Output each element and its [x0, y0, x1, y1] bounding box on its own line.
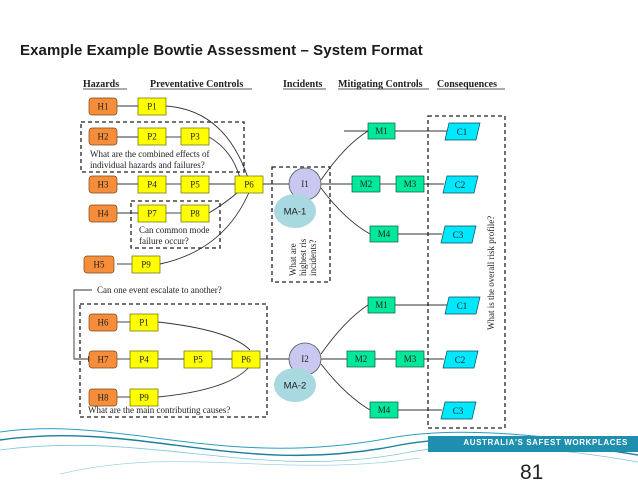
hazard-label: H8 — [98, 393, 109, 403]
mitigating-label: M4 — [378, 229, 391, 239]
dashed-regions — [79, 115, 506, 429]
hazard-label: H7 — [98, 355, 109, 365]
slide-title: Example Example Bowtie Assessment – Syst… — [20, 42, 423, 59]
footer-tagline: AUSTRALIA'S SAFEST WORKPLACES — [463, 438, 628, 447]
question-overall-risk: What is the overall risk profile? — [486, 216, 496, 330]
incident-label: I1 — [301, 179, 309, 189]
question-common-line1: Can common mode — [139, 225, 210, 235]
heading-incidents: Incidents — [283, 79, 323, 90]
mitigating-label: M2 — [355, 354, 368, 364]
question-highest-line2: highest ris — [298, 238, 308, 276]
control-label: P1 — [147, 102, 157, 112]
control-label: P4 — [139, 355, 149, 365]
consequence-label: C2 — [455, 355, 466, 365]
question-contributing: What are the main contributing causes? — [88, 405, 230, 415]
column-headings: Hazards Preventative Controls Incidents … — [83, 79, 505, 90]
heading-preventative-controls: Preventative Controls — [150, 79, 243, 90]
control-label: P5 — [193, 355, 203, 365]
mitigating-label: M3 — [404, 354, 417, 364]
mitigating-label: M1 — [375, 126, 388, 136]
control-label: P1 — [139, 318, 149, 328]
hazard-label: H3 — [98, 180, 109, 190]
control-label: P9 — [141, 260, 151, 270]
control-label: P6 — [244, 180, 254, 190]
consequence-label: C1 — [457, 301, 468, 311]
control-label: P8 — [190, 209, 200, 219]
consequence-nodes: C1 C2 C3 C1 C2 C3 — [440, 122, 481, 420]
mitigating-label: M2 — [360, 179, 373, 189]
consequence-label: C1 — [457, 127, 468, 137]
control-label: P2 — [147, 132, 157, 142]
preventative-control-nodes: P1 P2 P3 P4 P5 P6 P7 P8 P9 P1 P4 P5 P6 P… — [129, 97, 264, 407]
mitigating-label: M4 — [378, 405, 391, 415]
control-label: P5 — [190, 180, 200, 190]
mitigating-control-nodes: M1 M2 M3 M4 M1 M2 M3 M4 — [346, 122, 425, 419]
consequence-label: C3 — [453, 406, 464, 416]
heading-hazards: Hazards — [83, 79, 119, 90]
heading-consequences: Consequences — [437, 79, 497, 90]
question-highest-line1: What are — [288, 243, 298, 276]
hazard-label: H4 — [98, 209, 109, 219]
consequence-label: C3 — [453, 230, 464, 240]
annotation-label: MA-1 — [284, 207, 307, 218]
incident-nodes: I1 I2 — [288, 167, 322, 376]
control-label: P3 — [190, 132, 200, 142]
control-label: P9 — [139, 393, 149, 403]
footer-banner: AUSTRALIA'S SAFEST WORKPLACES — [428, 436, 638, 452]
question-escalate: Can one event escalate to another? — [97, 285, 222, 295]
mitigating-label: M1 — [375, 300, 388, 310]
question-common-line2: failure occur? — [139, 236, 189, 246]
question-labels: What are the combined effects of individ… — [88, 149, 496, 415]
hazard-label: H6 — [98, 318, 109, 328]
connector-lines — [73, 105, 447, 411]
control-label: P7 — [147, 209, 157, 219]
question-combined-line1: What are the combined effects of — [90, 149, 210, 159]
annotation-ovals: MA-1 MA-2 — [274, 194, 316, 402]
consequence-label: C2 — [455, 180, 466, 190]
hazard-label: H5 — [94, 260, 105, 270]
heading-mitigating-controls: Mitigating Controls — [338, 79, 423, 90]
incident-label: I2 — [301, 354, 309, 364]
hazard-nodes: H1 H2 H3 H4 H5 H6 H7 H8 — [83, 97, 118, 407]
annotation-label: MA-2 — [284, 381, 307, 392]
page-number: 81 — [520, 461, 544, 484]
question-highest-line3: incidents? — [308, 240, 318, 277]
hazard-label: H2 — [98, 132, 109, 142]
hazard-label: H1 — [98, 102, 109, 112]
control-label: P6 — [241, 355, 251, 365]
mitigating-label: M3 — [404, 179, 417, 189]
question-combined-line2: individual hazards and failures? — [90, 160, 205, 170]
control-label: P4 — [147, 180, 157, 190]
